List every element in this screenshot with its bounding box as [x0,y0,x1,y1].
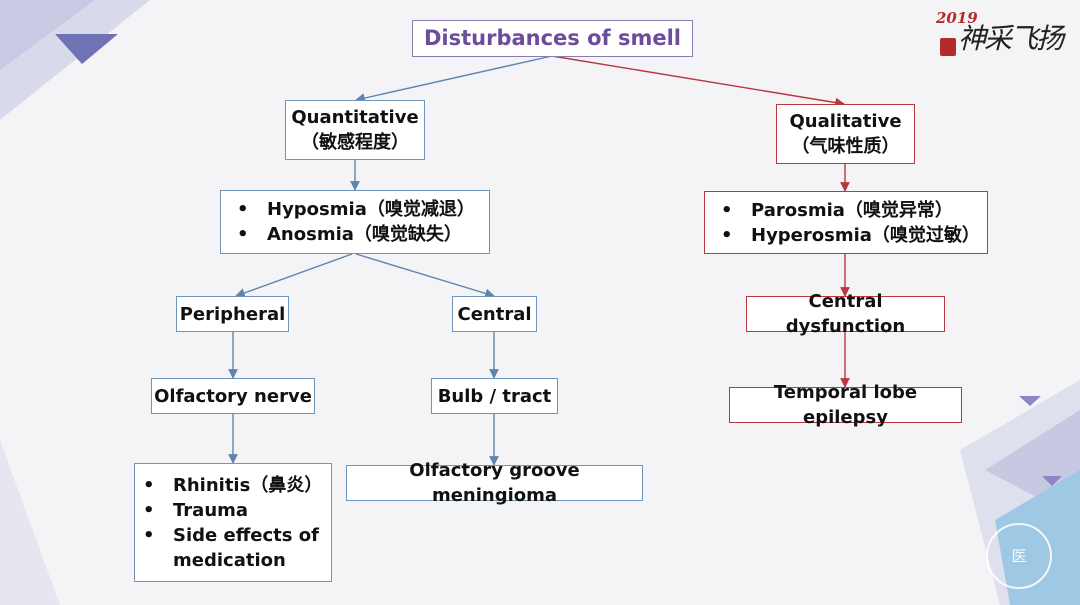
bulb-tract-label: Bulb / tract [437,385,552,407]
quantitative-label: Quantitative [291,107,419,128]
list-item-medication: Side effects of medication [143,523,323,573]
meningioma-label: Olfactory groove meningioma [409,460,580,506]
bulb-tract-box: Bulb / tract [431,378,558,414]
qualitative-types-box: Parosmia（嗅觉异常） Hyperosmia（嗅觉过敏） [704,191,988,254]
list-item-anosmia: Anosmia（嗅觉缺失） [237,222,489,247]
event-logo: 2019 神采飞扬 [930,5,1075,65]
seal-icon [940,38,956,56]
list-item-rhinitis: Rhinitis（鼻炎） [143,473,323,498]
title-box: Disturbances of smell [412,20,693,57]
qualitative-sublabel: （气味性质） [791,136,900,157]
meningioma-box: Olfactory groove meningioma [346,460,643,506]
logo-name: 神采飞扬 [958,22,1064,55]
list-item-trauma: Trauma [143,498,323,523]
qualitative-box: Qualitative （气味性质） [776,104,915,164]
temporal-lobe-label: Temporal lobe epilepsy [773,382,918,428]
peripheral-box: Peripheral [176,296,289,332]
quantitative-types-box: Hyposmia（嗅觉减退） Anosmia（嗅觉缺失） [220,190,490,254]
watermark: 医 [986,523,1052,589]
arrow-types-to-peripheral [235,253,353,298]
temporal-lobe-box: Temporal lobe epilepsy [729,382,962,428]
central-box: Central [452,296,537,332]
central-label: Central [457,303,532,325]
list-item-hyperosmia: Hyperosmia（嗅觉过敏） [721,223,987,248]
list-item-hyposmia: Hyposmia（嗅觉减退） [237,197,489,222]
olfactory-nerve-label: Olfactory nerve [154,385,312,407]
central-dysfunction-box: Central dysfunction [746,291,945,337]
olfactory-nerve-box: Olfactory nerve [151,378,315,414]
arrow-title-to-quantitative [355,55,553,103]
quantitative-box: Quantitative （敏感程度） [285,100,425,160]
logo-year: 2019 [936,9,978,27]
peripheral-label: Peripheral [179,303,286,325]
peripheral-causes-box: Rhinitis（鼻炎） Trauma Side effects of medi… [134,463,332,582]
list-item-parosmia: Parosmia（嗅觉异常） [721,198,987,223]
qualitative-label: Qualitative [789,111,902,132]
arrow-types-to-central [355,253,495,299]
central-dysfunction-label: Central dysfunction [785,291,906,337]
arrow-title-to-qualitative [551,55,845,108]
quantitative-sublabel: （敏感程度） [301,132,409,153]
diagram-title: Disturbances of smell [423,26,682,50]
